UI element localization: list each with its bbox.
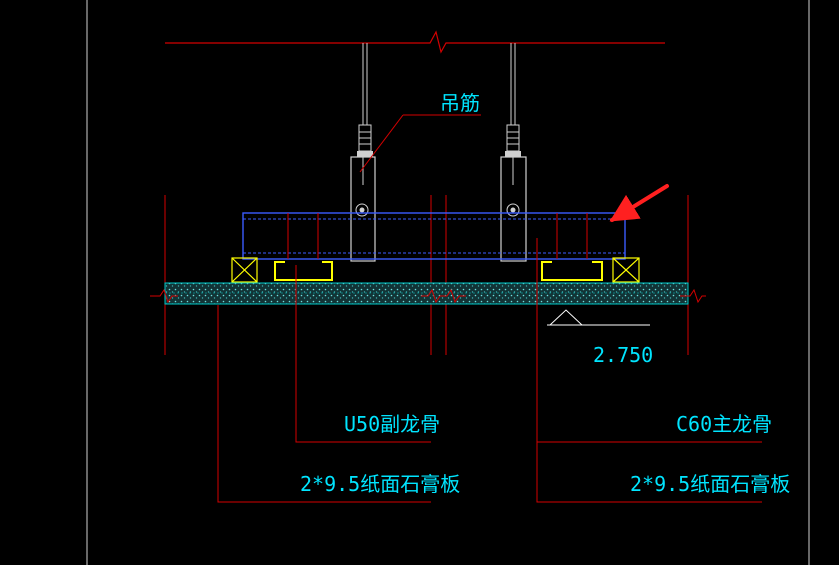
hanger-label: 吊筋 xyxy=(440,91,480,115)
c60-main-label: C60主龙骨 xyxy=(676,412,772,436)
slab-line xyxy=(165,30,665,54)
hanger-callout: 吊筋 xyxy=(359,91,481,173)
hanger-rod-right xyxy=(500,43,527,262)
hanger-rod-left xyxy=(350,43,376,262)
elevation-label: 2.750 xyxy=(593,343,653,367)
viewport-frame xyxy=(86,0,810,565)
wood-blocks xyxy=(231,257,640,283)
u50-runner-label: U50副龙骨 xyxy=(344,412,440,436)
elevation-marker: 2.750 xyxy=(547,309,653,367)
annotation-arrow xyxy=(609,184,669,222)
break-lines xyxy=(150,288,706,304)
callout-texts: U50副龙骨 C60主龙骨 2*9.5纸面石膏板 2*9.5纸面石膏板 xyxy=(300,412,790,496)
wall-lines xyxy=(164,195,689,355)
u50-runner-studs xyxy=(274,261,603,281)
leader-lines xyxy=(217,238,762,503)
gypsum-board-layer xyxy=(164,282,689,305)
gypsum-label-right: 2*9.5纸面石膏板 xyxy=(630,472,790,496)
gypsum-label-left: 2*9.5纸面石膏板 xyxy=(300,472,460,496)
c60-main-channel xyxy=(242,212,626,260)
